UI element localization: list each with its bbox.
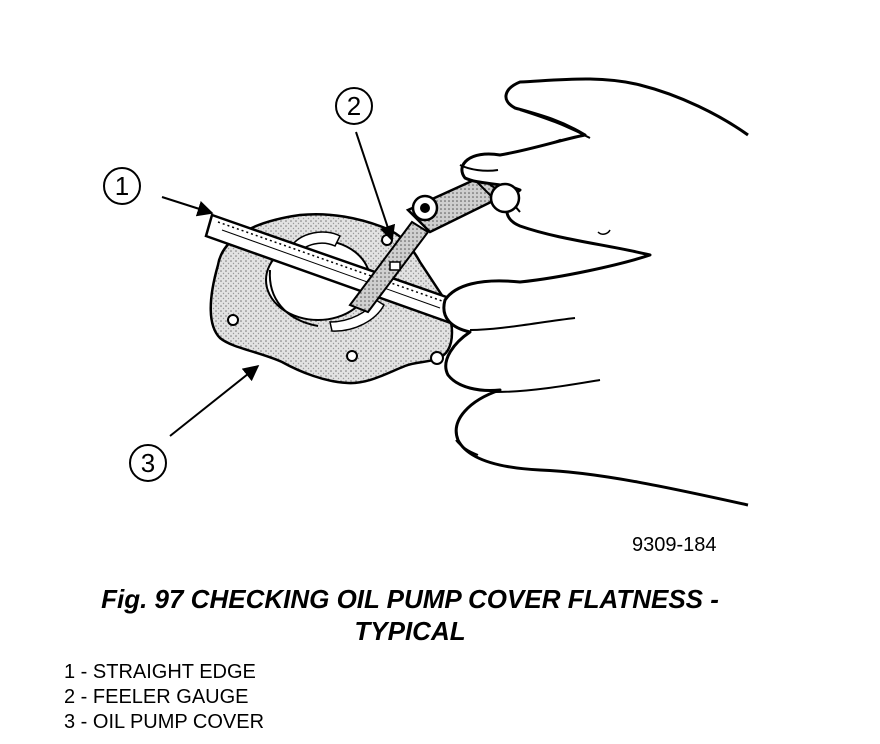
figure-caption: Fig. 97 CHECKING OIL PUMP COVER FLATNESS… (40, 583, 780, 647)
callout-3: 3 (129, 365, 260, 482)
callout-1: 1 (103, 167, 214, 217)
legend-item: 1 - STRAIGHT EDGE (64, 661, 256, 683)
legend-item: 2 - FEELER GAUGE (64, 686, 249, 708)
caption-line-1: Fig. 97 CHECKING OIL PUMP COVER FLATNESS… (101, 584, 719, 614)
callout-1-label: 1 (115, 171, 129, 201)
hand (442, 77, 749, 507)
figure-id: 9309-184 (632, 534, 717, 556)
legend: 1 - STRAIGHT EDGE 2 - FEELER GAUGE 3 - O… (64, 660, 264, 735)
caption-line-2: TYPICAL (354, 616, 466, 646)
callout-3-label: 3 (141, 448, 155, 478)
illustration: 1 2 3 (103, 77, 749, 507)
callout-2: 2 (335, 87, 396, 242)
legend-item: 3 - OIL PUMP COVER (64, 711, 265, 733)
callout-2-label: 2 (347, 91, 361, 121)
